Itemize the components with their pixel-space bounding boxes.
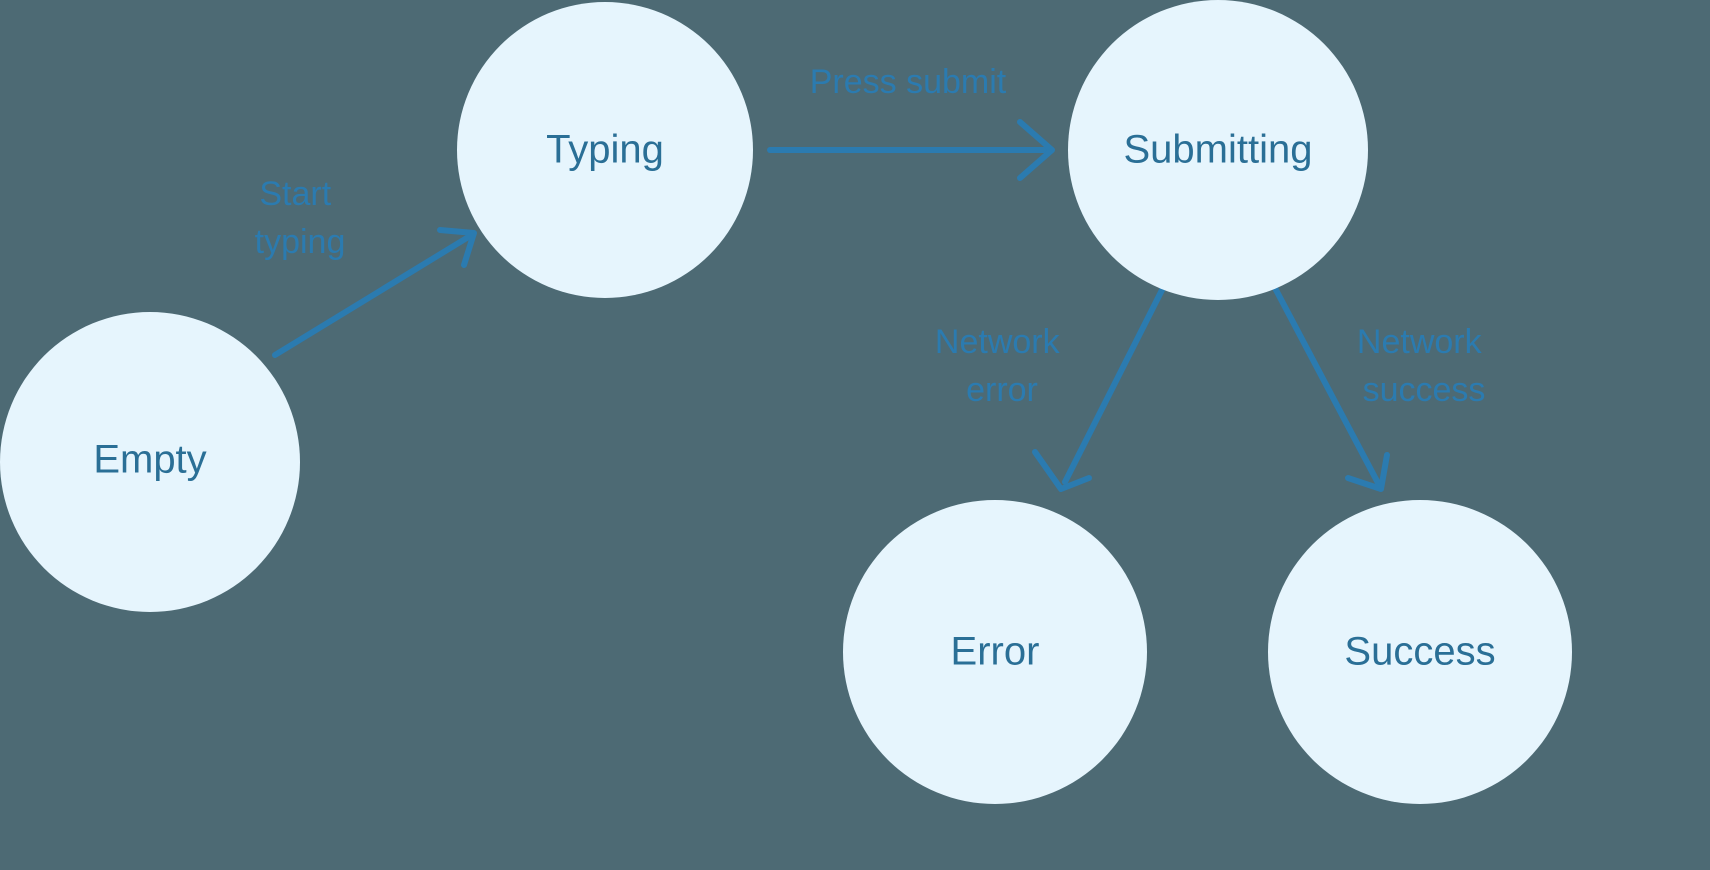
- node-label-success: Success: [1344, 630, 1495, 674]
- arrowhead-icon: [1032, 449, 1092, 492]
- node-label-error: Error: [951, 630, 1040, 674]
- edge-label-line: Press submit: [810, 63, 1007, 101]
- edge-label-line: typing: [255, 223, 346, 261]
- node-circle: [1068, 0, 1368, 300]
- node-typing[interactable]: Typing: [457, 2, 753, 298]
- node-label-typing: Typing: [546, 128, 664, 172]
- node-circle: [457, 2, 753, 298]
- edge-empty-to-typing[interactable]: [272, 227, 477, 358]
- edge-submitting-to-success[interactable]: [1272, 285, 1390, 492]
- node-circle: [843, 500, 1147, 804]
- edge-line: [1062, 285, 1166, 485]
- arrowhead-icon: [437, 227, 477, 268]
- edge-label-line: Network: [935, 323, 1061, 361]
- edge-label-line: success: [1363, 371, 1486, 409]
- edge-typing-to-submitting[interactable]: [767, 119, 1055, 181]
- arrowhead-icon: [1345, 452, 1390, 492]
- arrowhead-icon: [1017, 119, 1055, 181]
- edge-submitting-to-error[interactable]: [1032, 285, 1166, 492]
- edge-label-start-typing: Start typing: [255, 175, 346, 261]
- edge-label-press-submit: Press submit: [810, 63, 1007, 101]
- edge-label-network-success: Network success: [1357, 323, 1491, 409]
- edge-line: [1272, 285, 1381, 486]
- node-label-empty: Empty: [93, 438, 206, 482]
- edge-label-line: Start: [259, 175, 331, 213]
- edge-label-line: error: [966, 371, 1038, 409]
- node-submitting[interactable]: Submitting: [1068, 0, 1368, 300]
- edge-label-network-error: Network error: [935, 323, 1069, 409]
- edge-line: [272, 233, 473, 358]
- node-error[interactable]: Error: [843, 500, 1147, 804]
- node-circle: [0, 312, 300, 612]
- node-label-submitting: Submitting: [1124, 128, 1313, 172]
- node-success[interactable]: Success: [1268, 500, 1572, 804]
- node-circle: [1268, 500, 1572, 804]
- node-empty[interactable]: Empty: [0, 312, 300, 612]
- edge-label-line: Network: [1357, 323, 1483, 361]
